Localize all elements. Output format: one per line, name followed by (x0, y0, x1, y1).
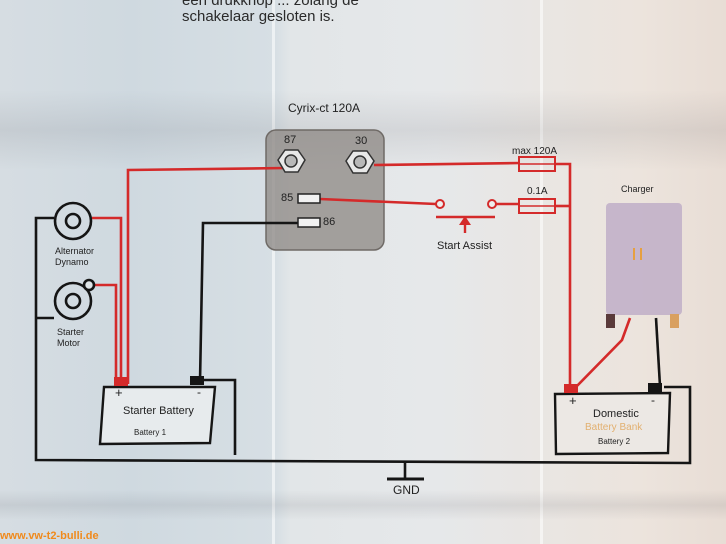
battery2-title-line2: Battery Bank (585, 422, 643, 433)
charger-label: Charger (621, 184, 654, 194)
battery1-body (98, 376, 217, 446)
battery2-title-line1: Domestic (593, 408, 639, 420)
paper-fold (272, 0, 275, 544)
battery2-minus-post (648, 383, 662, 392)
terminal-30-stud (345, 150, 375, 174)
terminal-87-label: 87 (284, 134, 297, 146)
wire-starter (92, 283, 118, 384)
battery1-subtitle: Battery 1 (134, 428, 167, 437)
wire-85-to-switch (319, 197, 437, 206)
negative-wires (34, 216, 692, 481)
battery2-plus-label: + (569, 393, 577, 408)
alternator-label-line2: Dynamo (55, 257, 89, 267)
ground-label: GND (393, 483, 420, 497)
wire-battery1-minus-ground (200, 378, 237, 455)
fuse-main-label: max 120A (512, 146, 558, 157)
fuse-main (518, 156, 556, 172)
battery1-minus-post (190, 376, 204, 385)
battery1-plus-post (114, 377, 128, 386)
wire-86-to-battery1-minus (198, 221, 318, 383)
terminal-86-label: 86 (323, 216, 336, 228)
battery2-plus-post (564, 384, 578, 393)
positive-wires (92, 161, 632, 389)
wire-alternator (92, 216, 123, 384)
starter-motor-label-line1: Starter (57, 327, 85, 337)
starter-motor-label-line2: Motor (57, 338, 81, 348)
relay-body (265, 129, 385, 251)
battery1-minus-label: - (197, 385, 201, 399)
terminal-86-spade (297, 217, 321, 228)
battery1-plus-label: + (115, 385, 123, 400)
battery2-body (553, 383, 672, 456)
wire-87-to-battery1 (126, 166, 287, 384)
wire-ground-loop (34, 216, 692, 465)
alternator-label-line1: Alternator (55, 246, 95, 256)
terminal-30-label: 30 (355, 135, 368, 147)
terminal-85-label: 85 (281, 192, 294, 204)
fuse-small-label: 0.1A (527, 186, 548, 197)
paper-fold (540, 0, 543, 544)
wire-30-to-fuse (373, 161, 521, 167)
relay-title: Cyrix-ct 120A (288, 101, 361, 115)
terminal-87-stud (277, 149, 306, 173)
starter-motor-symbol (53, 278, 96, 321)
terminal-85-spade (297, 193, 321, 204)
wire-charger-plus (574, 317, 632, 389)
alternator-symbol (53, 201, 93, 241)
switch-label: Start Assist (437, 240, 493, 252)
watermark: www.vw-t2-bulli.de (0, 530, 99, 542)
battery2-subtitle: Battery 2 (598, 437, 631, 446)
battery2-minus-label: - (651, 393, 655, 407)
battery1-title: Starter Battery (123, 405, 194, 417)
wire-fuse-to-battery2 (555, 162, 572, 388)
header-text-line1: een drukknop ... zolang de (182, 0, 359, 9)
start-assist-switch (435, 199, 497, 233)
wire-charger-minus (654, 317, 662, 387)
fuse-small (518, 198, 556, 214)
header-text-line2: schakelaar gesloten is. (182, 8, 335, 25)
charger-symbol (606, 203, 682, 328)
